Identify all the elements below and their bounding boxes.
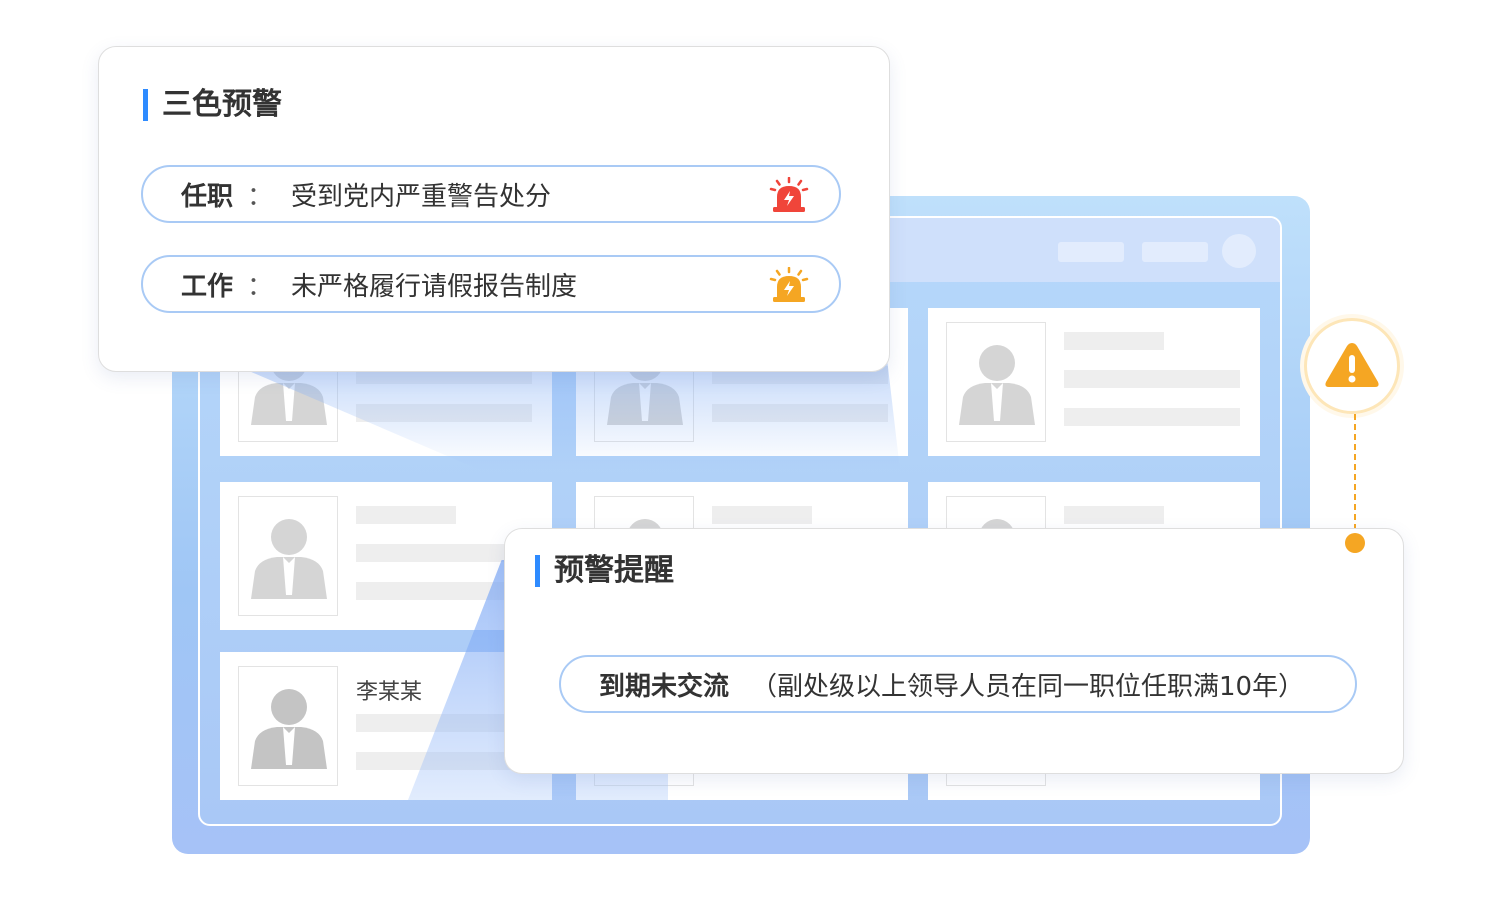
placeholder-line [356,506,456,524]
profile-card[interactable] [220,482,552,630]
panel-title: 预警提醒 [535,555,674,587]
warning-item-text: 未严格履行请假报告制度 [291,271,578,302]
warning-item-colon: ： [247,181,274,212]
reminder-item-key: 到期未交流 [599,671,730,702]
person-icon [251,689,327,769]
placeholder-line [1064,408,1240,426]
avatar-placeholder [238,496,338,616]
profile-card[interactable] [928,308,1260,456]
placeholder-line [356,404,532,422]
warning-badge[interactable] [1304,318,1400,414]
placeholder-line [712,506,812,524]
topbar-placeholder-1[interactable] [1058,242,1124,262]
connector-line [1354,414,1356,540]
avatar-placeholder [946,322,1046,442]
warning-item-key: 工作 [181,271,234,302]
profile-card[interactable]: 李某某 [220,652,552,800]
placeholder-line [712,404,888,422]
person-icon [959,345,1035,425]
person-name: 李某某 [356,680,423,705]
connector-dot [1345,533,1365,553]
user-avatar[interactable] [1222,234,1256,268]
reminder-item-text: （副处级以上领导人员在同一职位任职满10年） [751,671,1305,702]
warning-reminder-panel: 预警提醒 到期未交流 （副处级以上领导人员在同一职位任职满10年） [504,528,1404,774]
warning-triangle-icon [1325,343,1379,387]
topbar-placeholder-2[interactable] [1142,242,1208,262]
placeholder-line [1064,370,1240,388]
avatar-placeholder [238,666,338,786]
placeholder-line [356,544,532,562]
warning-item-text: 受到党内严重警告处分 [291,181,552,212]
warning-item-work[interactable]: 工作 ： 未严格履行请假报告制度 [141,255,841,313]
orange-alarm-icon [769,267,809,302]
reminder-item[interactable]: 到期未交流 （副处级以上领导人员在同一职位任职满10年） [559,655,1357,713]
three-color-warning-panel: 三色预警 任职 ： 受到党内严重警告处分 工作 ： 未严格履行请假报告制度 [98,46,890,372]
placeholder-line [1064,332,1164,350]
placeholder-line [1064,506,1164,524]
panel-title: 三色预警 [143,89,282,121]
warning-item-colon: ： [247,271,274,302]
warning-item-key: 任职 [181,181,234,212]
warning-item-appointment[interactable]: 任职 ： 受到党内严重警告处分 [141,165,841,223]
person-icon [251,519,327,599]
red-alarm-icon [769,177,809,212]
